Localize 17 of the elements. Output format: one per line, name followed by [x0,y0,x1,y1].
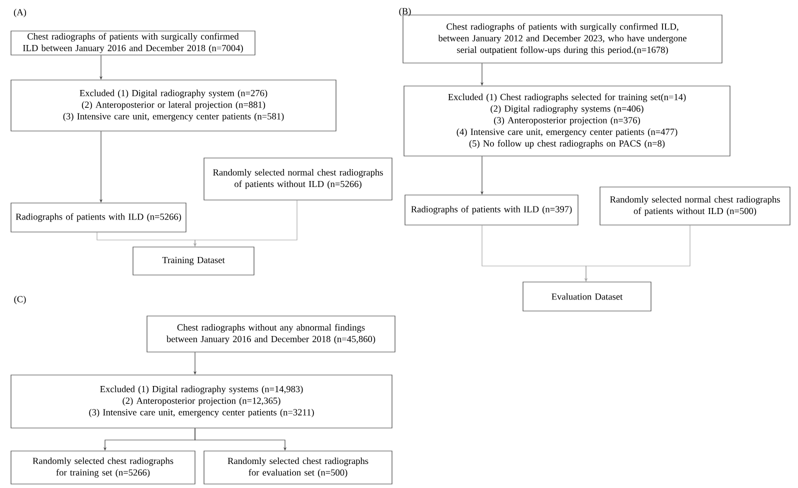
process-box: Radiographs of patients with ILD (n=5266) [10,202,186,232]
panel-label: (A) [14,8,26,18]
process-box: Randomly selected chest radiographs for training set (n=5266) [10,450,196,484]
process-box: Excluded (1) Digital radiography systems (n=14,983) (2) Anteroposterior projection (n=12,365) (3) Intensive care unit, emergency center patients (n=3211) [10,374,392,428]
panel-label: (B) [399,8,411,16]
panel-label: (C) [14,296,26,304]
process-box: Randomly selected normal chest radiographs of patients without ILD (n=5266) [204,158,392,200]
process-box: Chest radiographs of patients with surgically confirmed ILD, between January 2012 and December 2023, who have undergone serial outpatient follow-ups during this period.(n=1678) [402,14,722,64]
process-box: Evaluation Dataset [522,282,652,312]
process-box: Chest radiographs without any abnormal findings between January 2016 and December 2018 (n=45,860) [146,316,396,352]
process-box: Chest radiographs of patients with surgically confirmed ILD between January 2016 and December 2018 (n=7004) [10,30,256,56]
process-box: Excluded (1) Digital radiography system (n=276) (2) Anteroposterior or lateral projection (n=881) (3) Intensive care unit, emergency center patients (n=581) [10,80,336,132]
process-box: Randomly selected chest radiographs for evaluation set (n=500) [204,450,392,484]
process-box: Randomly selected normal chest radiographs of patients without ILD (n=500) [600,186,790,226]
process-box: Training Dataset [132,246,254,276]
process-box: Excluded (1) Chest radiographs selected for training set(n=14) (2) Digital radiography systems (n=406) (3) Anteroposterior projection (n=376) (4) Intensive care unit, emergency center patients (n=477) (5) No follow up chest radiographs on PACS (n=8) [404,86,730,156]
process-box: Radiographs of patients with ILD (n=397) [404,194,578,226]
